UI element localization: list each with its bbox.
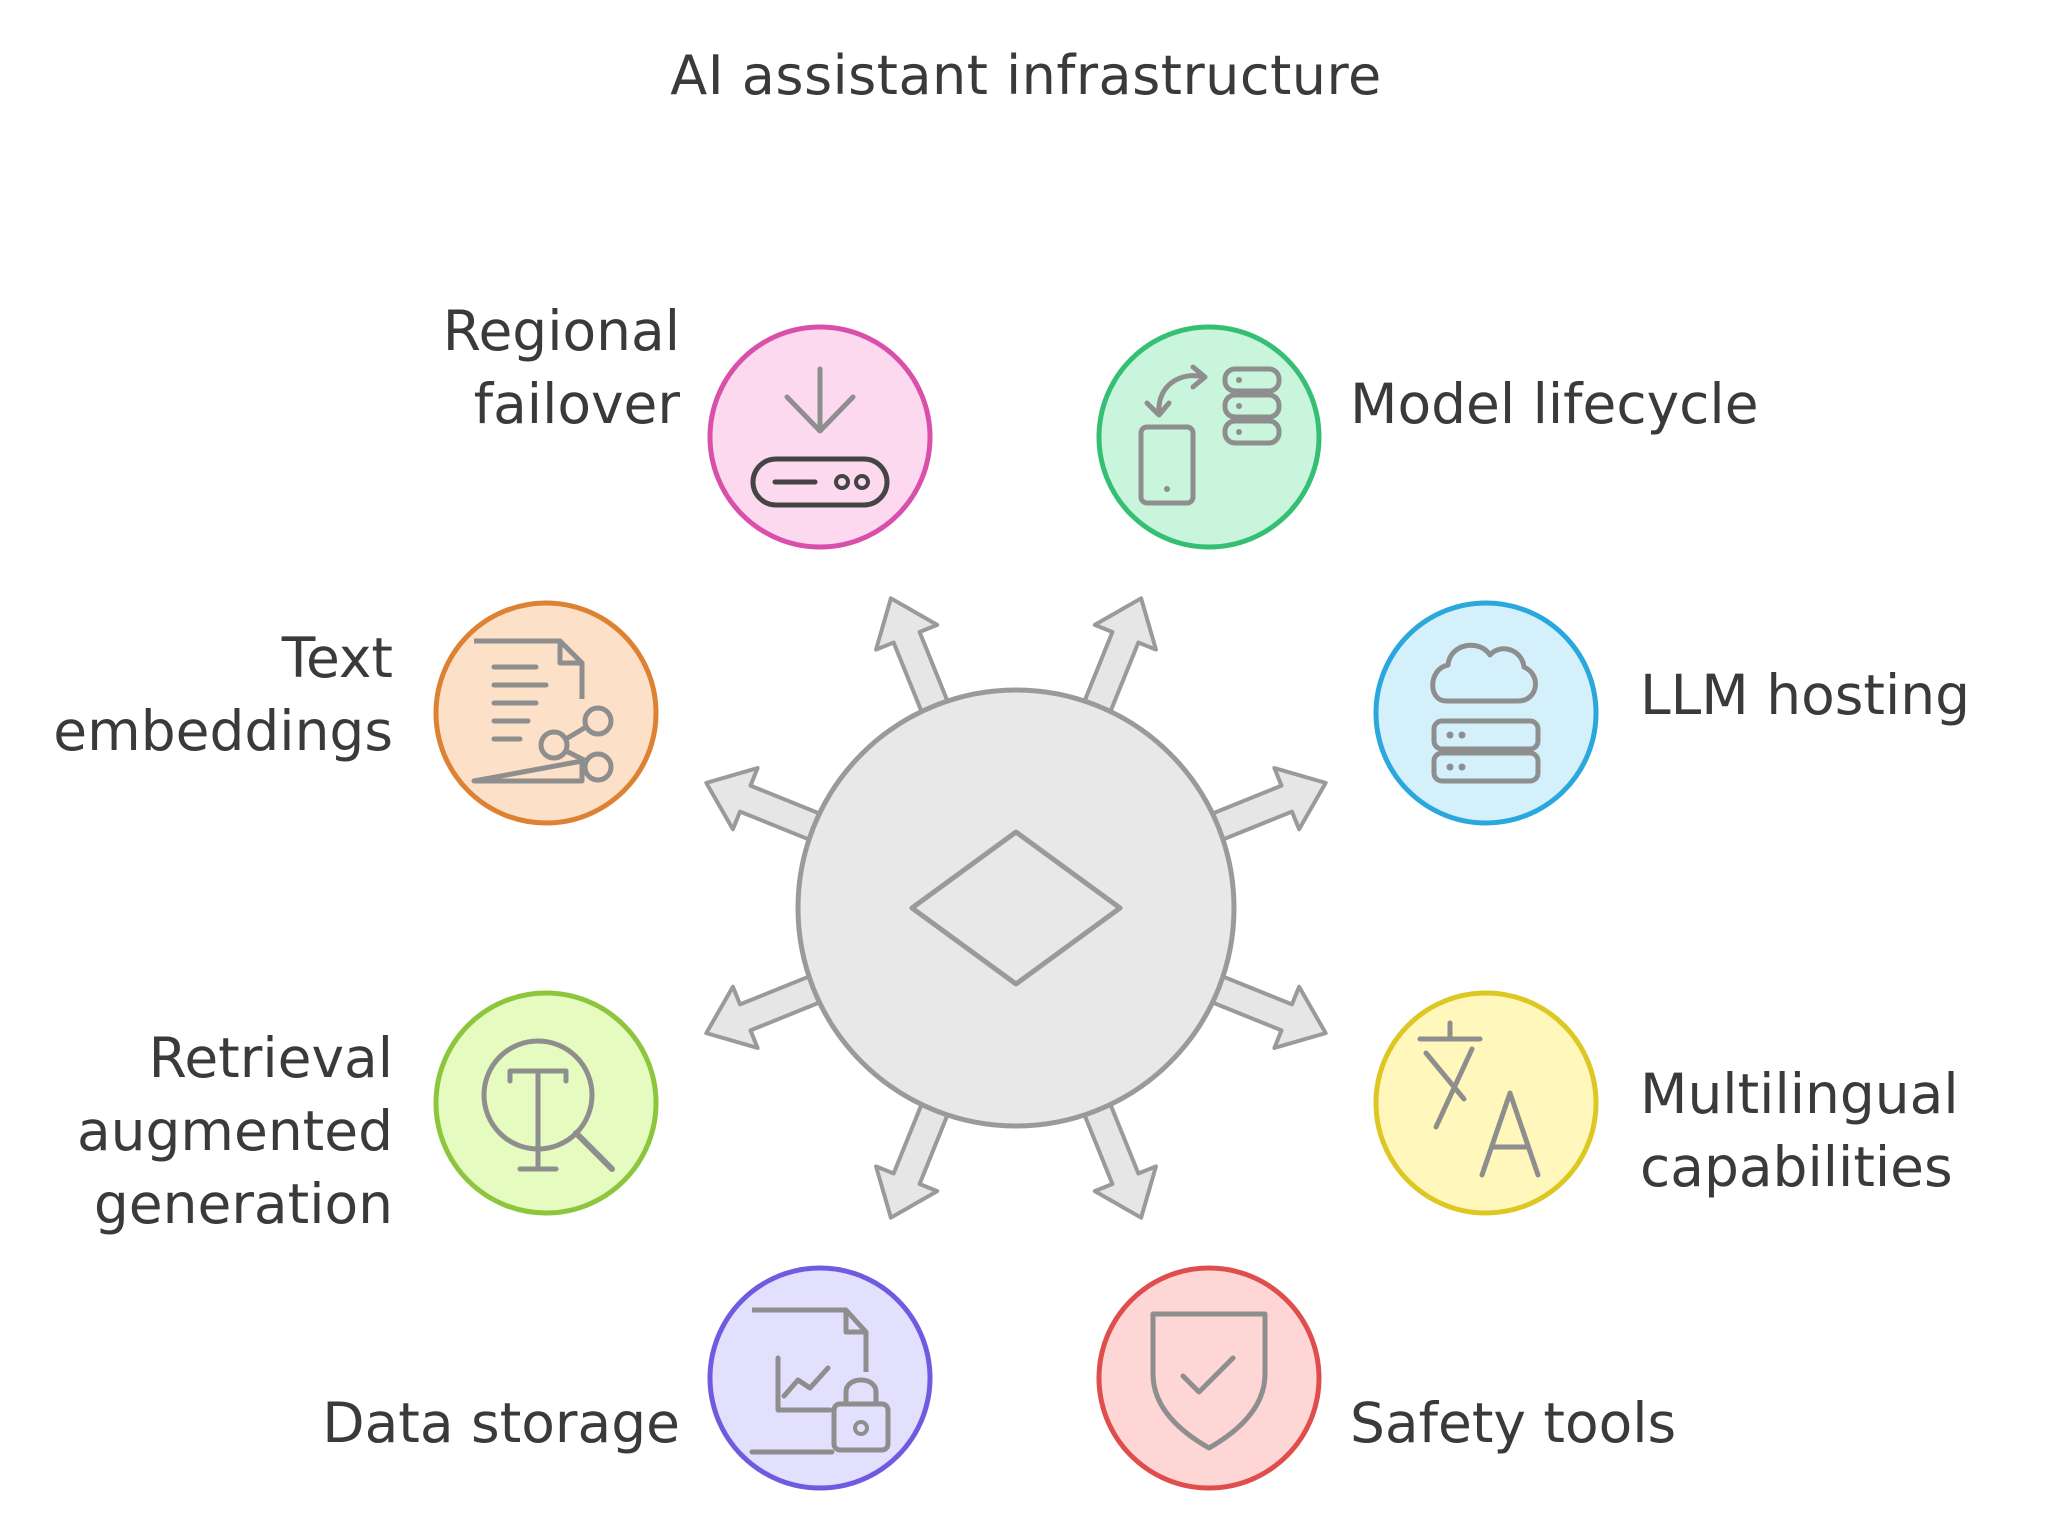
node-label-data-storage: Data storage (322, 1387, 680, 1460)
node-label-line: failover (473, 372, 680, 436)
node-label-line: Retrieval (148, 1026, 393, 1090)
shield-check-icon (1150, 1311, 1268, 1451)
nodes-group (433, 324, 1599, 1491)
translate-icon (1417, 1020, 1541, 1178)
node-multilingual-capabilities (1373, 990, 1599, 1216)
node-circle (433, 600, 659, 826)
node-text-embeddings (433, 600, 659, 826)
node-label-line: generation (93, 1172, 393, 1236)
node-label-safety-tools: Safety tools (1350, 1387, 1676, 1460)
node-circle (1096, 324, 1322, 550)
node-label-line: Data storage (322, 1391, 680, 1455)
node-safety-tools (1096, 1265, 1322, 1491)
download-router-icon (750, 366, 890, 508)
node-label-line: augmented (76, 1099, 393, 1163)
node-label-line: Multilingual (1640, 1062, 1959, 1126)
hub-node (795, 687, 1237, 1129)
text-search-icon (481, 1038, 615, 1172)
hub-circle (795, 687, 1237, 1129)
node-label-llm-hosting: LLM hosting (1640, 659, 1970, 732)
node-llm-hosting (1373, 600, 1599, 826)
device-sync-server-icon (1138, 364, 1282, 506)
node-label-text-embeddings: Text embeddings (53, 622, 393, 768)
node-circle (1096, 1265, 1322, 1491)
node-label-line: Safety tools (1350, 1391, 1677, 1455)
document-share-icon (471, 638, 614, 784)
diagram-title: AI assistant infrastructure (670, 44, 1382, 107)
node-label-line: Text (281, 626, 393, 690)
diamond-icon (909, 829, 1123, 987)
node-model-lifecycle (1096, 324, 1322, 550)
node-label-line: LLM hosting (1640, 663, 1970, 727)
node-label-regional-failover: Regional failover (443, 295, 680, 441)
node-label-retrieval-augmented-generation: Retrieval augmented generation (77, 1022, 393, 1241)
node-label-line: embeddings (53, 699, 393, 763)
cloud-server-icon (1430, 642, 1541, 784)
node-label-multilingual-capabilities: Multilingual capabilities (1640, 1058, 1959, 1204)
node-data-storage (707, 1265, 933, 1491)
node-circle (1373, 990, 1599, 1216)
node-circle (433, 990, 659, 1216)
node-label-line: Regional (442, 299, 680, 363)
node-label-model-lifecycle: Model lifecycle (1350, 368, 1759, 441)
arrows-group (704, 596, 1328, 1220)
node-circle (1373, 600, 1599, 826)
node-label-line: Model lifecycle (1350, 372, 1759, 436)
node-retrieval-augmented-generation (433, 990, 659, 1216)
node-regional-failover (707, 324, 933, 550)
locked-chart-document-icon (749, 1307, 891, 1455)
node-circle (707, 324, 933, 550)
node-label-line: capabilities (1640, 1135, 1953, 1199)
